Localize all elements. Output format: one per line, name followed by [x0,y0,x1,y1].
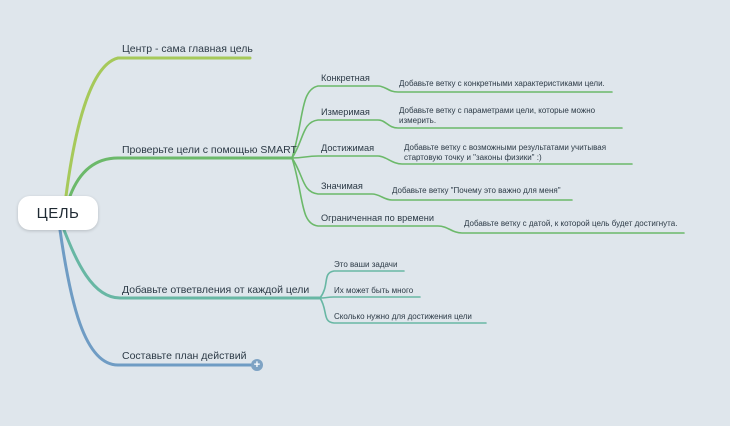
smart-achievable-note[interactable]: Добавьте ветку с возможными результатами… [404,143,607,162]
subgoal-many-label[interactable]: Их может быть много [334,286,414,295]
branch-line-smart [68,156,294,198]
smart-line-relevant [291,157,573,201]
smart-achievable-label[interactable]: Достижимая [321,143,375,153]
smart-measurable-label[interactable]: Измеримая [321,107,370,117]
smart-concrete-note[interactable]: Добавьте ветку с конкретными характерист… [399,79,605,88]
smart-timebound-label[interactable]: Ограниченная по времени [321,213,434,223]
smart-line-measurable [291,119,623,159]
smart-line-timebound [291,157,685,234]
subgoal-line-2 [319,296,421,299]
branch-subgoals-label[interactable]: Добавьте ответвления от каждой цели [122,284,310,296]
smart-concrete-label[interactable]: Конкретная [321,73,370,83]
branch-smart-label[interactable]: Проверьте цели с помощью SMART [122,144,297,156]
branch-line-plan [58,228,254,367]
smart-line-concrete [291,85,613,159]
smart-timebound-note[interactable]: Добавьте ветку с датой, к которой цель б… [464,219,678,228]
root-label: ЦЕЛЬ [36,204,80,222]
smart-relevant-note[interactable]: Добавьте ветку "Почему это важно для мен… [392,186,561,195]
branch-line-center [64,56,252,198]
branch-line-subgoals [62,228,322,300]
subgoal-howmany-label[interactable]: Сколько нужно для достижения цели [334,312,472,321]
subgoal-tasks-label[interactable]: Это ваши задачи [334,260,398,269]
smart-line-achievable [291,155,633,165]
subgoal-line-3 [319,297,487,324]
branch-center-label[interactable]: Центр - сама главная цель [122,43,253,55]
plus-icon[interactable]: + [251,359,263,371]
root-node[interactable]: ЦЕЛЬ [18,196,98,230]
subgoal-line-1 [319,270,405,299]
smart-measurable-note[interactable]: Добавьте ветку с параметрами цели, котор… [399,106,596,125]
branch-plan-label[interactable]: Составьте план действий [122,350,247,362]
smart-relevant-label[interactable]: Значимая [321,181,363,191]
